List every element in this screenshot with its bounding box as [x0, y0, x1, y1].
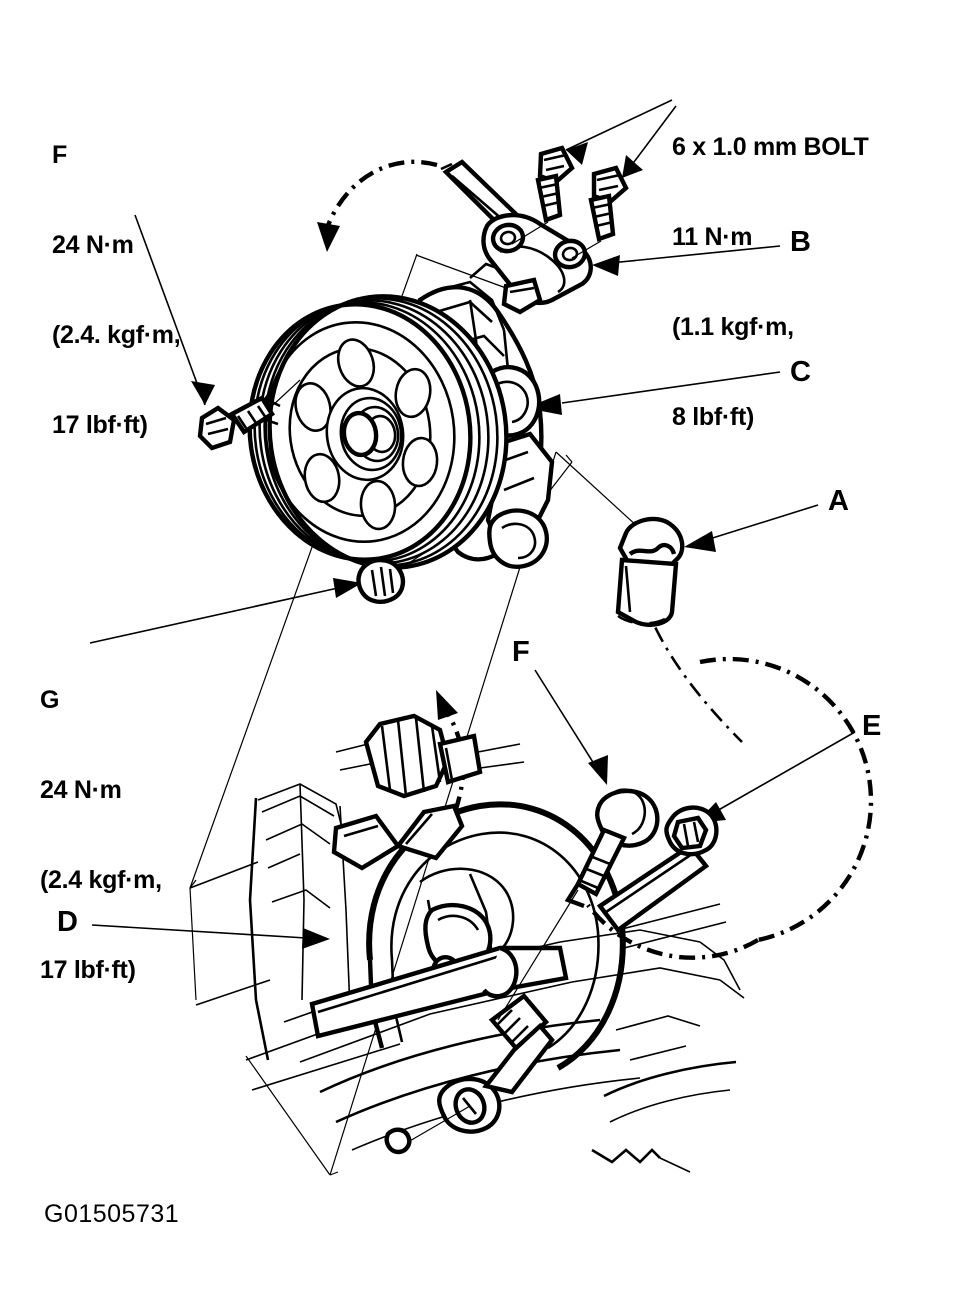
- torque-spec-g-nm: 24 N·m: [40, 776, 122, 804]
- pulley-hole: [359, 479, 397, 531]
- part-label-a: A: [828, 485, 849, 517]
- torque-spec-g-lbfft: 17 lbf·ft): [40, 956, 136, 984]
- pulley-hole: [294, 382, 332, 432]
- engine-mount-bracket-d: [309, 801, 626, 1071]
- part-label-b: B: [790, 226, 811, 258]
- pulley-hole: [303, 452, 341, 504]
- part-label-c: C: [790, 356, 811, 388]
- arrowhead-bolt-left: [566, 142, 588, 165]
- adjuster-rod-assembly: [384, 805, 727, 1155]
- pulley-hole: [394, 367, 432, 419]
- arrowhead-a: [684, 531, 716, 552]
- torque-spec-f-nm: 24 N·m: [52, 231, 134, 259]
- bolt-torque-lbfft: 8 lbf·ft): [672, 403, 754, 431]
- power-steering-pump-assembly: [247, 262, 555, 570]
- torque-spec-f-kgfm: (2.4. kgf·m,: [52, 321, 181, 349]
- flange-bolt-f-upper: [197, 379, 301, 451]
- bolt-torque-nm: 11 N·m: [672, 223, 753, 251]
- bolt-6x1-left: [511, 145, 575, 245]
- hose-end-connector-a: [615, 516, 685, 627]
- torque-spec-f-top: F 24 N·m (2.4. kgf·m, 17 lbf·ft): [52, 80, 181, 500]
- part-label-f-lower: F: [512, 636, 530, 668]
- boot-bellows: [335, 713, 525, 799]
- arrowhead-b: [592, 255, 620, 276]
- lower-block-details: [591, 941, 745, 1173]
- phantom-circle-e: [586, 656, 874, 960]
- pump-mount-bracket-b: [440, 145, 629, 315]
- arrowhead-bolt-right: [622, 155, 643, 178]
- torque-spec-g: G 24 N·m (2.4 kgf·m, 17 lbf·ft): [40, 625, 162, 1045]
- assembly-direction-arrows: [317, 159, 743, 813]
- arrowhead-d: [302, 928, 330, 949]
- torque-spec-f-letter: F: [52, 141, 67, 169]
- bolt-size-label: 6 x 1.0 mm BOLT: [672, 133, 869, 161]
- curved-arrow-head-upper: [317, 222, 340, 252]
- torque-spec-g-letter: G: [40, 686, 60, 714]
- pump-pulley: [247, 294, 509, 570]
- hex-nut-g: [356, 547, 433, 605]
- bracket-bolt-hole: [490, 222, 526, 254]
- bolt-6x1-right: [571, 165, 629, 259]
- torque-spec-bolt-6x1: 6 x 1.0 mm BOLT 11 N·m (1.1 kgf·m, 8 lbf…: [672, 72, 869, 492]
- bolt-torque-kgfm: (1.1 kgf·m,: [672, 313, 794, 341]
- arrowhead-f-lower: [588, 755, 608, 785]
- flange-bolt-f-lower: [497, 788, 660, 1021]
- engine-mount-view: [189, 713, 745, 1173]
- leader-lines: [89, 99, 856, 949]
- pulley-hole: [401, 436, 439, 488]
- arrowhead-f-top: [191, 381, 215, 405]
- part-label-d: D: [57, 906, 78, 938]
- part-label-e: E: [862, 710, 882, 742]
- torque-spec-f-lbfft: 17 lbf·ft): [52, 411, 148, 439]
- arrowhead-g: [333, 578, 362, 598]
- pulley-hole: [336, 338, 376, 388]
- torque-spec-g-kgfm: (2.4 kgf·m,: [40, 866, 162, 894]
- curved-arrow-head-lower: [436, 690, 458, 720]
- figure-id-code: G01505731: [44, 1200, 180, 1228]
